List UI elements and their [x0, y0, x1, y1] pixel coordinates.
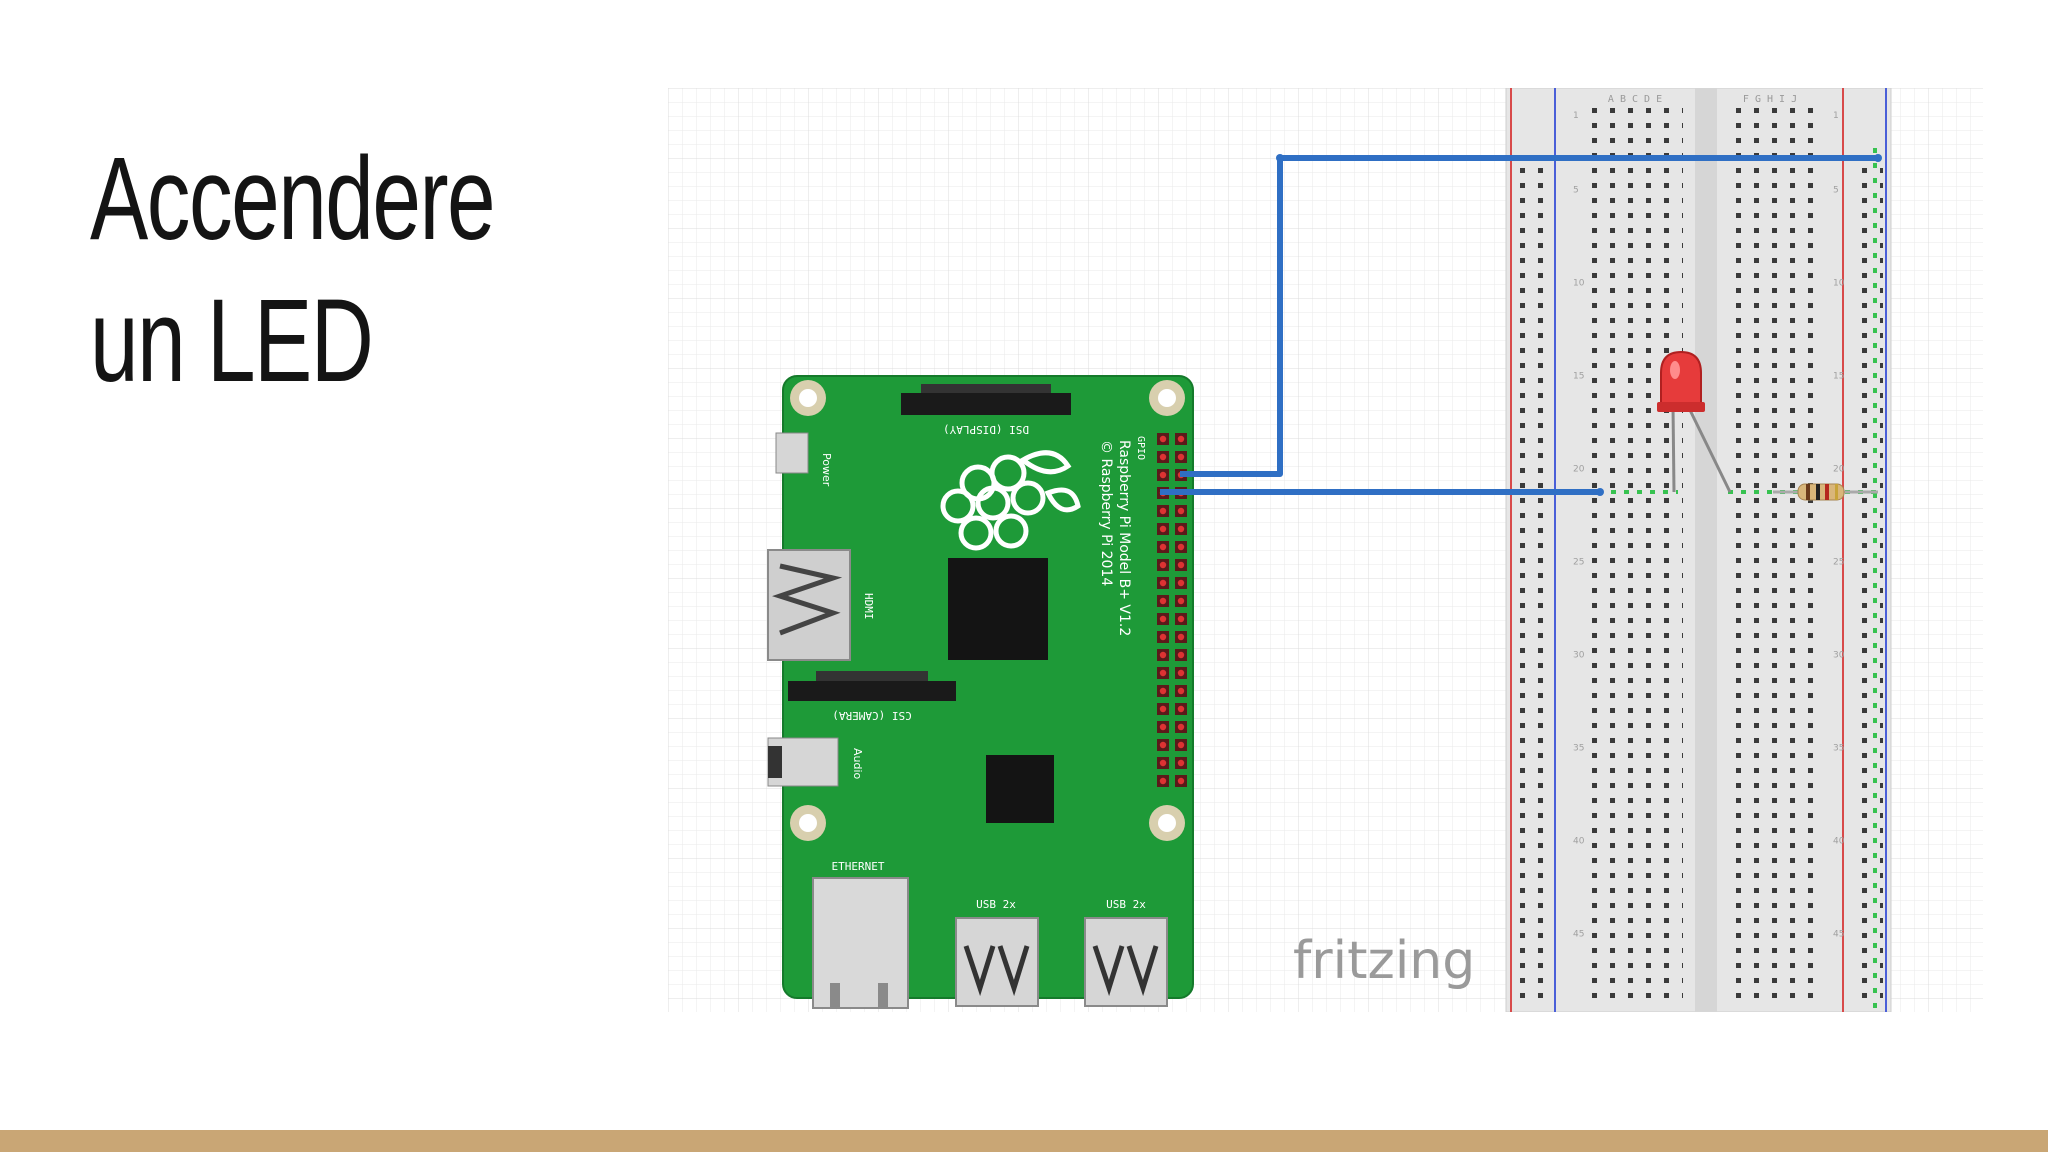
ethernet-label: ETHERNET — [832, 860, 885, 873]
breadboard-row-number: 20 — [1833, 464, 1845, 474]
breadboard-row-number: 10 — [1833, 278, 1845, 288]
wires — [1160, 155, 1878, 495]
hdmi-label: HDMI — [862, 593, 875, 620]
breadboard-row-number: 45 — [1833, 929, 1844, 939]
audio-label: Audio — [851, 748, 864, 780]
raspberry-pi-board: DSI (DISPLAY) Power HDMI CSI (CAMERA) Au… — [767, 375, 1194, 1009]
board-copyright: © Raspberry Pi 2014 — [1098, 440, 1114, 586]
bottom-bar — [0, 1130, 2048, 1152]
power-label: Power — [820, 453, 833, 487]
breadboard-row-letters-left: A B C D E — [1608, 94, 1662, 105]
resistor — [1773, 483, 1878, 501]
raspberry-logo — [940, 454, 1046, 551]
breadboard-row-number: 1 — [1573, 111, 1579, 121]
gpio-label: GPIO — [1135, 436, 1146, 460]
breadboard-row-number: 30 — [1833, 650, 1845, 660]
breadboard-row-number: 25 — [1833, 557, 1844, 567]
red-led — [1657, 350, 1732, 493]
breadboard-row-letters-right: F G H I J — [1743, 94, 1797, 105]
breadboard-row-number: 5 — [1833, 185, 1839, 195]
slide-title-line-1: Accendere — [90, 133, 496, 265]
breadboard-row-number: 40 — [1833, 836, 1845, 846]
dsi-label: DSI (DISPLAY) — [943, 423, 1029, 436]
wire-ground — [1180, 155, 1878, 477]
usb-label-2: USB 2x — [1106, 898, 1146, 911]
board-name: Raspberry Pi Model B+ V1.2 — [1116, 440, 1132, 636]
fritzing-watermark: fritzing — [1293, 931, 1475, 991]
usb-label-1: USB 2x — [976, 898, 1016, 911]
csi-label: CSI (CAMERA) — [832, 709, 911, 722]
breadboard-row-number: 15 — [1833, 371, 1844, 381]
breadboard-row-number: 30 — [1573, 650, 1585, 660]
slide-title: Accendere un LED — [90, 128, 496, 412]
mounting-holes — [790, 380, 1185, 841]
slide-title-line-2: un LED — [90, 275, 374, 407]
breadboard-row-number: 1 — [1833, 111, 1839, 121]
breadboard-row-number: 25 — [1573, 557, 1584, 567]
breadboard-row-number: 45 — [1573, 929, 1584, 939]
breadboard-row-number: 20 — [1573, 464, 1585, 474]
breadboard-row-number: 10 — [1573, 278, 1585, 288]
breadboard-row-number: 35 — [1833, 743, 1844, 753]
breadboard-row-number: 15 — [1573, 371, 1584, 381]
breadboard-row-number: 5 — [1573, 185, 1579, 195]
breadboard-row-number: 35 — [1573, 743, 1584, 753]
breadboard-row-number: 40 — [1573, 836, 1585, 846]
